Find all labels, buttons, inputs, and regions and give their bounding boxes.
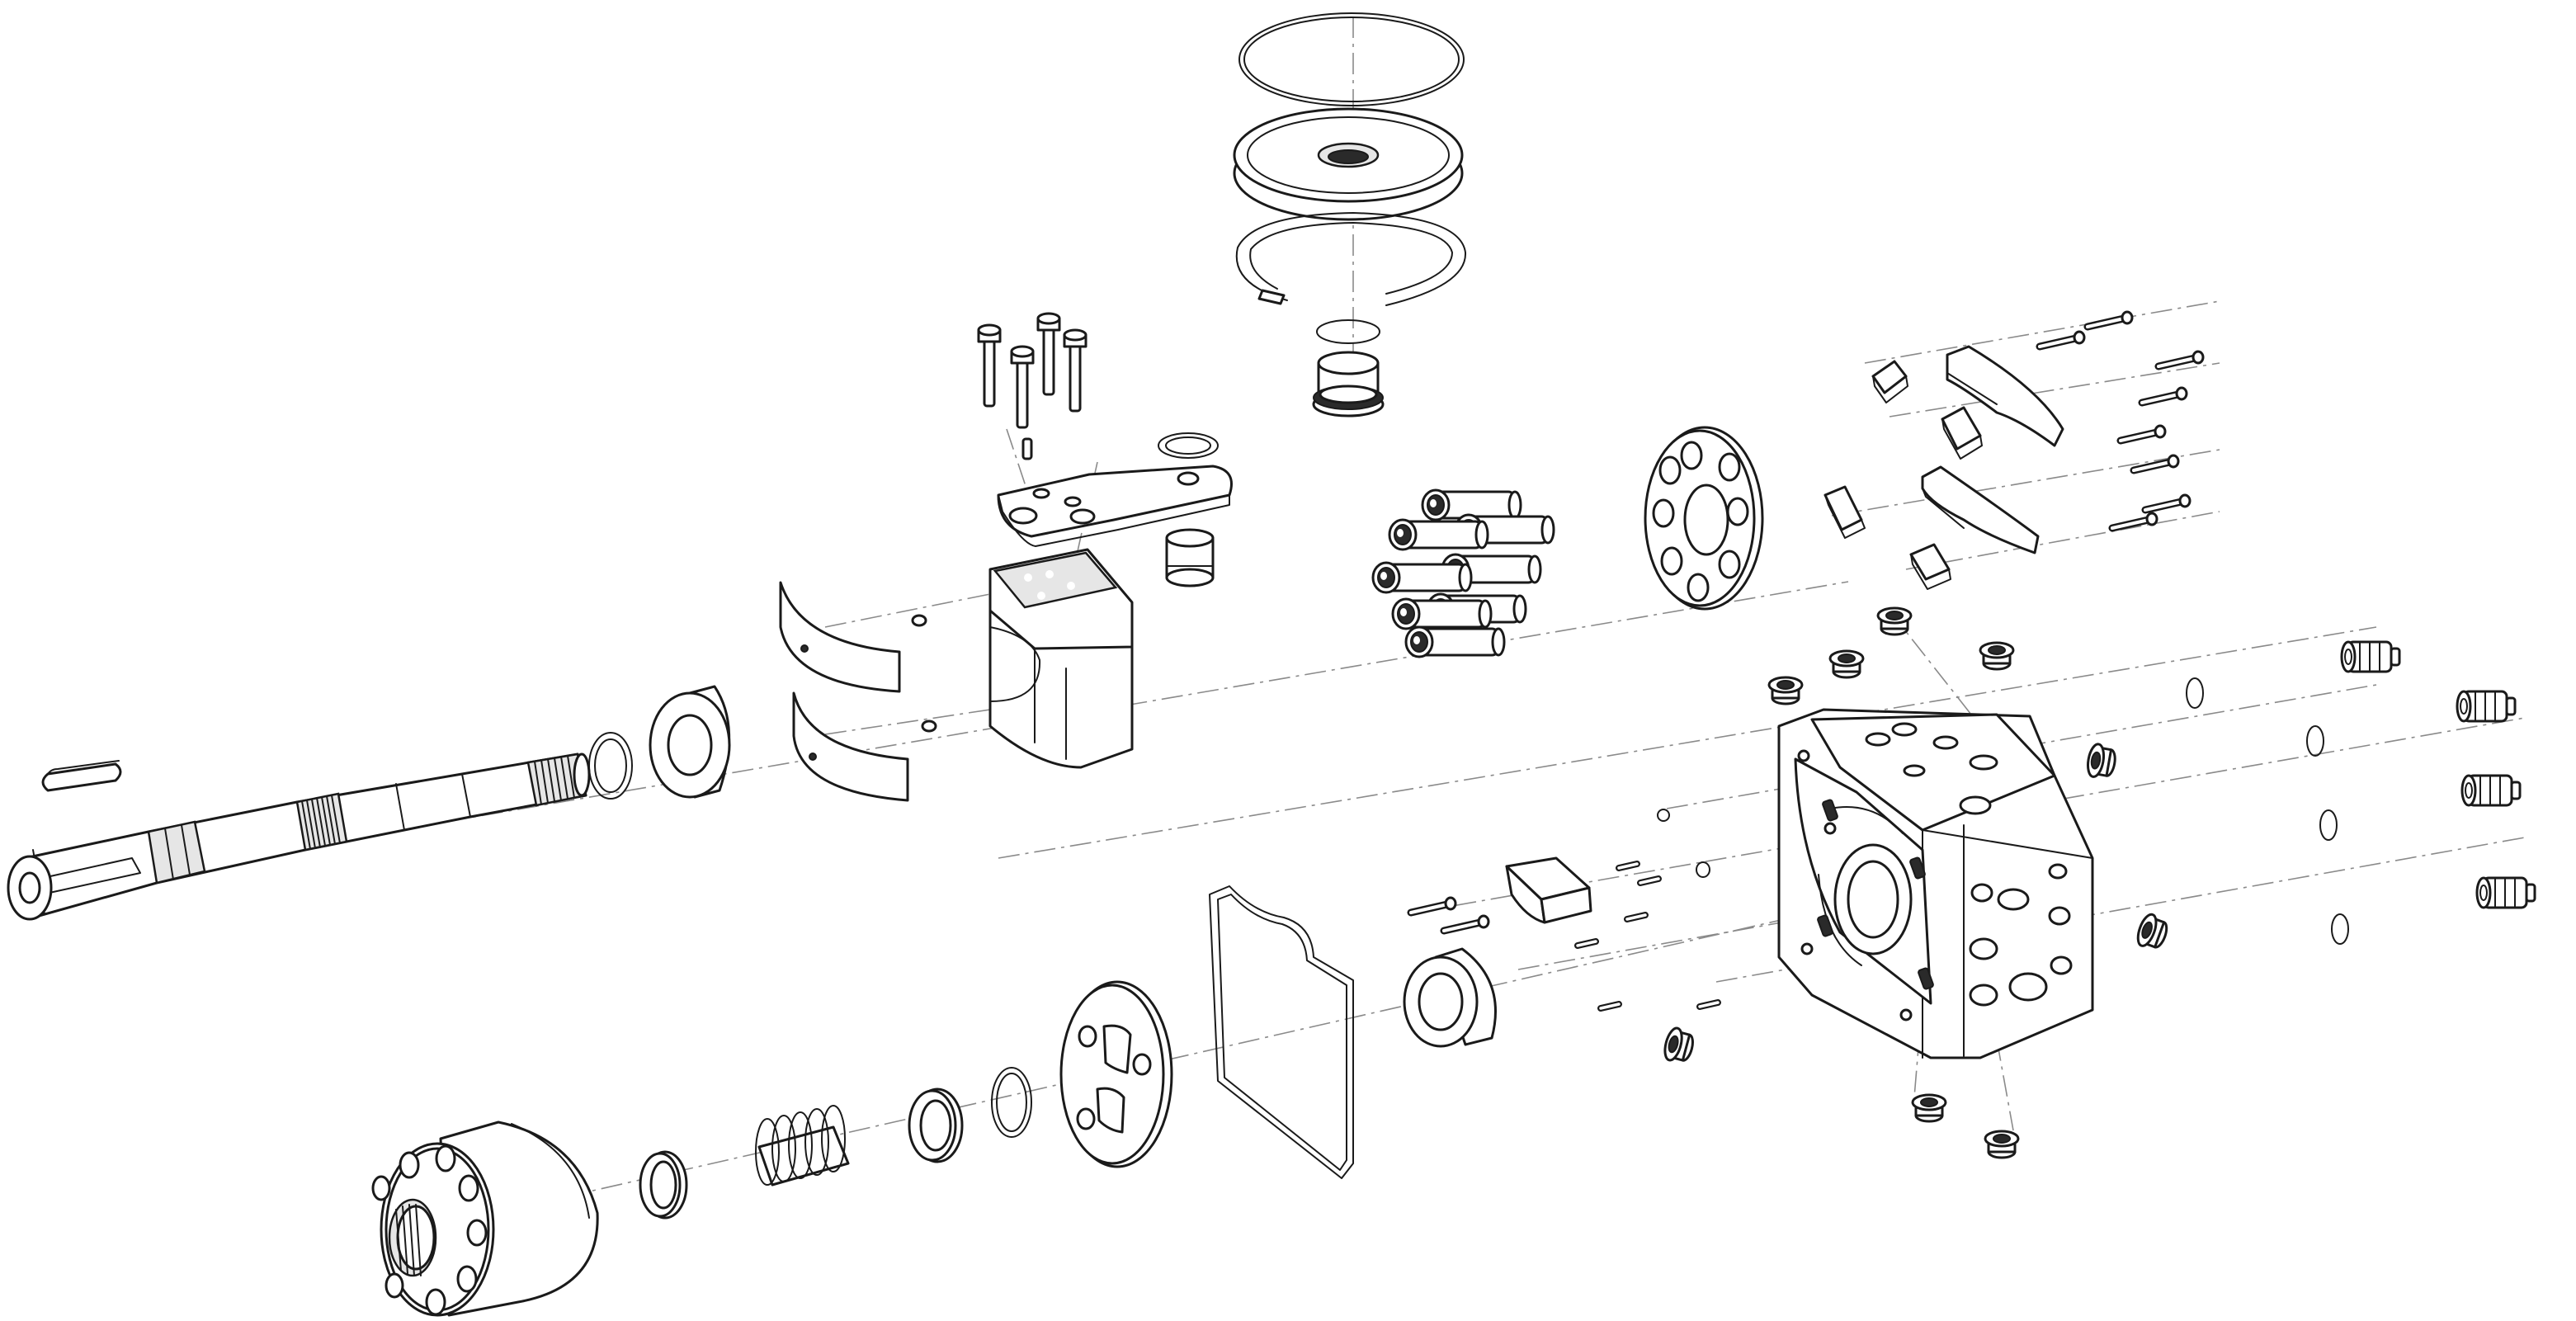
cap-screw	[1411, 898, 1489, 931]
valve-cartridge	[2084, 640, 2536, 954]
dowel-pin	[1578, 864, 1718, 1008]
valve-plate	[1059, 980, 1173, 1168]
cradle-bearing-upper	[779, 581, 901, 693]
servo-piston-sleeve	[1165, 528, 1215, 587]
key	[41, 760, 122, 792]
gasket	[1209, 885, 1354, 1179]
control-bolt	[977, 312, 1087, 460]
large-o-ring	[1238, 12, 1465, 106]
bearing-screw	[911, 614, 937, 733]
retainer-plate	[1644, 426, 1764, 611]
cylinder-block	[371, 1120, 599, 1317]
snap-ring-large	[1235, 212, 1467, 306]
cartridge-o-ring	[1657, 677, 2349, 945]
pre-load-spring	[755, 1105, 850, 1187]
thrust-washer	[1403, 947, 1497, 1048]
servo-arm-plate	[997, 465, 1233, 547]
shaft-retaining-ring	[588, 732, 633, 800]
piston-shoe-assembly	[1371, 488, 1555, 658]
swashplate	[988, 548, 1134, 769]
spacer-block	[1505, 856, 1592, 924]
cover-disc	[1233, 107, 1464, 221]
end-cap-bearing-ring	[639, 1150, 688, 1220]
housing	[1777, 708, 2094, 1059]
clamp-screw	[2040, 312, 2203, 528]
shaft-bearing	[649, 685, 731, 799]
guide-clamp	[1823, 360, 1983, 590]
servo-seal-ring	[1158, 432, 1219, 459]
cradle-bearing-lower	[792, 691, 909, 802]
seal-carrier	[1312, 319, 1385, 418]
guide-bracket	[1921, 345, 2064, 554]
end-cap-bearing	[1660, 1025, 1697, 1067]
spring-retaining-ring	[991, 1067, 1032, 1138]
drive-shaft	[7, 752, 591, 921]
spring-seat	[908, 1087, 964, 1163]
